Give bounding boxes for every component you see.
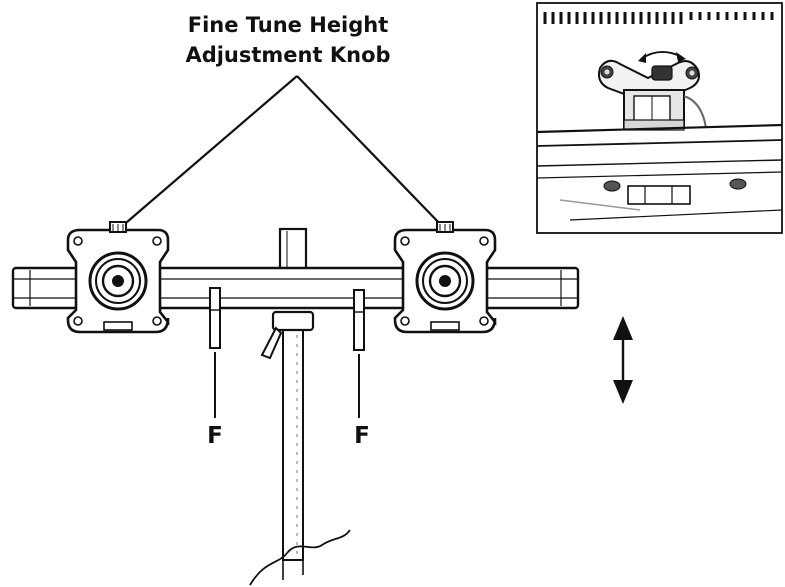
double-arrow-vertical-icon xyxy=(613,316,633,404)
stand-pole xyxy=(249,227,351,586)
clamp-label-left: F xyxy=(207,423,223,449)
clamp-handle-right: F xyxy=(353,289,370,449)
leader-line-left xyxy=(119,75,298,229)
clamp-handle-left: F xyxy=(207,287,223,449)
clamp-label-right: F xyxy=(354,423,370,449)
vesa-plate-left xyxy=(66,221,170,334)
leader-line-right xyxy=(296,75,445,229)
callout-title-line-2: Adjustment Knob xyxy=(185,43,390,67)
vesa-plate-right xyxy=(393,221,497,334)
callout-title: Fine Tune Height Adjustment Knob xyxy=(185,13,390,67)
inset-detail-view xyxy=(536,2,783,234)
callout-title-line-1: Fine Tune Height xyxy=(188,13,389,37)
callout-leader-lines xyxy=(119,75,445,229)
